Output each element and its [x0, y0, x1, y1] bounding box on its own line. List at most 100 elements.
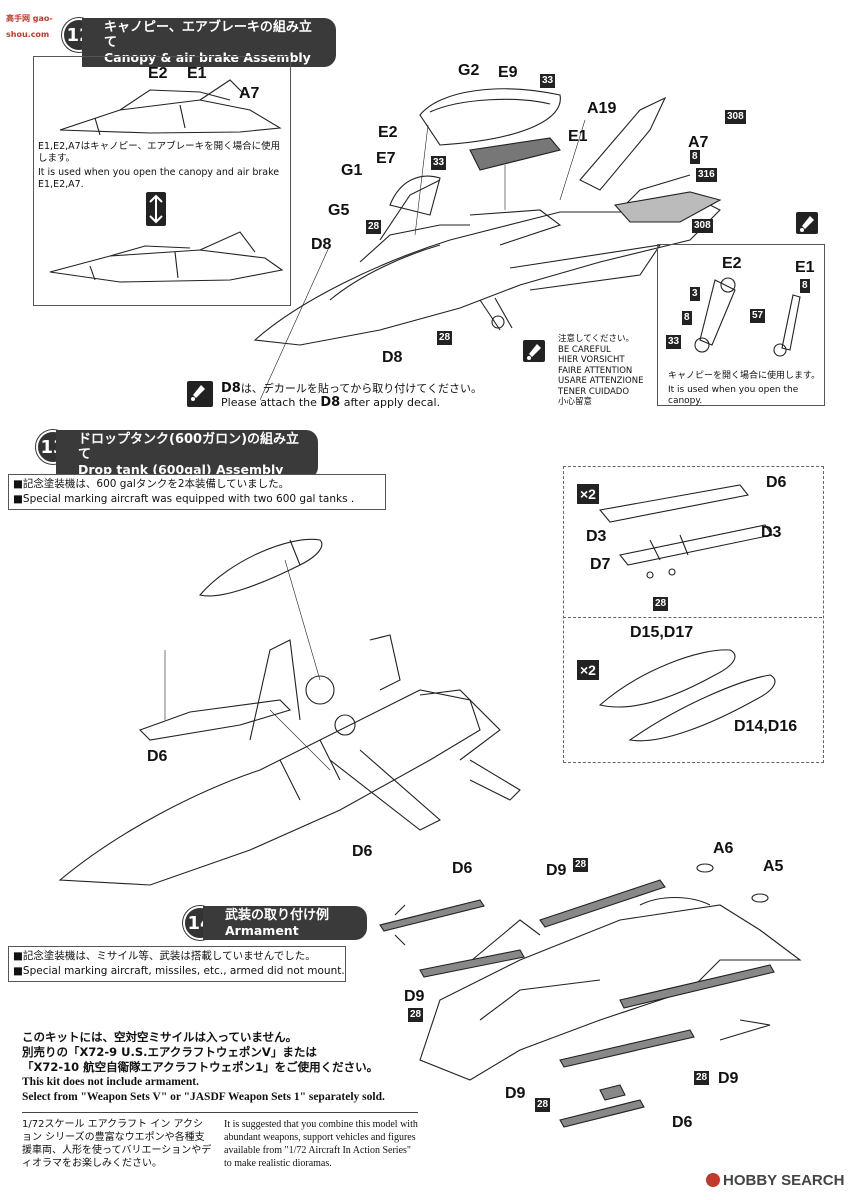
label-a7: A7	[688, 134, 709, 151]
missile-mid-right	[619, 964, 775, 1009]
detail-tag-57: 57	[750, 309, 766, 323]
step12-inset-box: E2 E1 A7 E1,E2,A7はキャノピー、エアブレーキを開く場合に使用しま…	[33, 56, 291, 306]
label-a19: A19	[587, 100, 617, 117]
detail-note-en: It is used when you open the canopy.	[668, 385, 799, 406]
step14-tag-28-left: 28	[408, 1008, 424, 1022]
d8-note-en-line: Please attach the D8 after apply decal.	[221, 396, 482, 410]
d8-note-jp: は、デカールを貼ってから取り付けてください。	[240, 382, 482, 395]
inset-label-e1: E1	[187, 65, 207, 82]
step13-subassembly-box	[563, 466, 824, 763]
sub-label-d3-left: D3	[586, 528, 607, 545]
label-d8-bottom: D8	[382, 349, 403, 366]
step14-header: 武装の取り付け例 Armament	[203, 906, 367, 940]
caution-line-0: 注意してください。	[558, 334, 634, 344]
step14-tag-28-right: 28	[694, 1071, 710, 1085]
guide-lines-step13	[164, 559, 331, 771]
tag-316: 316	[696, 168, 717, 182]
inset-label-a7: A7	[239, 85, 260, 102]
detail-note-jp: キャノピーを開く場合に使用します。	[668, 371, 821, 381]
sub-label-d15-d17: D15,D17	[630, 624, 694, 641]
step13-note-jp: ■記念塗装機は、600 galタンクを2本装備していました。	[13, 478, 290, 490]
caution-line-1: BE CAREFUL	[558, 344, 611, 355]
inset-label-e2: E2	[148, 65, 168, 82]
missile-lower	[559, 1029, 695, 1068]
inset-arrow-glyph	[149, 194, 163, 224]
caution-line-5: TENER CUIDADO	[558, 386, 630, 397]
missile-lower-left	[419, 949, 525, 978]
caution-multilang: 注意してください。 BE CAREFUL HIER VORSICHT FAIRE…	[558, 334, 643, 408]
part-a5-ring	[751, 893, 769, 903]
main-aircraft-step12	[253, 174, 721, 346]
detail-e1-strut	[773, 294, 801, 357]
sub-tag-28: 28	[653, 597, 669, 611]
caution-icon-d8	[187, 381, 213, 407]
missile-upper-right	[539, 879, 666, 928]
step14-note-jp-text: 記念塗装機は、ミサイル等、武装は搭載していませんでした。	[22, 950, 316, 962]
label-e1: E1	[568, 128, 588, 145]
detail-tag-3: 3	[690, 287, 700, 301]
label-g1: G1	[341, 162, 363, 179]
step14-title-en: Armament	[225, 923, 299, 938]
tag-33-top: 33	[540, 74, 556, 88]
step13-note-en-text: Special marking aircraft was equipped wi…	[22, 493, 355, 505]
guide-lines-step12	[259, 119, 586, 401]
d8-note: D8は、デカールを貼ってから取り付けてください。 Please attach t…	[221, 382, 482, 410]
canopy-g2	[419, 88, 561, 146]
caution-line-6: 小心留意	[558, 397, 593, 407]
detail-tag-33: 33	[666, 335, 682, 349]
main-aircraft-step13	[58, 634, 521, 886]
main-aircraft-step14	[419, 897, 802, 1081]
label-e2: E2	[378, 124, 398, 141]
sub-label-d6: D6	[766, 474, 787, 491]
drop-tank-halves	[598, 649, 776, 742]
step14-title-jp: 武装の取り付け例	[225, 908, 330, 923]
kit-notice-en-1: Select from "Weapon Sets V" or "JASDF We…	[22, 1091, 385, 1103]
label-e7: E7	[376, 150, 396, 167]
drop-tank	[199, 538, 323, 597]
watermark-top: 高手网 gao-shou.com	[6, 10, 66, 42]
kit-notice-jp-2: 「X72-10 航空自衛隊エアクラフトウェポン1」をご使用ください。	[22, 1060, 379, 1074]
pylon-assembly-d3-d6	[598, 484, 773, 579]
step14-label-d6-top: D6	[452, 860, 473, 877]
step13-title-en: Drop tank (600gal) Assembly	[78, 462, 284, 477]
caution-line-3: FAIRE ATTENTION	[558, 365, 633, 376]
label-e9: E9	[498, 64, 518, 81]
kit-notice-jp-0: このキットには、空対空ミサイルは入っていません。	[22, 1030, 298, 1044]
caution-icon-mid	[523, 340, 545, 362]
canopy-g1	[389, 175, 441, 216]
detail-e2-strut	[694, 277, 736, 353]
step14-note-jp: ■記念塗装機は、ミサイル等、武装は搭載していませんでした。	[13, 950, 316, 962]
qty-x2-top: ×2	[577, 484, 599, 504]
sub-label-d14-d16: D14,D16	[734, 718, 798, 735]
caution-glyph	[800, 216, 814, 232]
step14-tag-28-top: 28	[573, 858, 589, 872]
step13-title-jp: ドロップタンク(600ガロン)の組み立て	[78, 432, 300, 462]
step14-label-d9-right: D9	[718, 1070, 739, 1087]
step13-label-d6-left: D6	[147, 748, 168, 765]
caution-icon-right	[796, 212, 818, 234]
suggest-jp: 1/72スケール エアクラフト イン アクション シリーズの豊富なウエポンや各種…	[22, 1119, 212, 1169]
tag-28-top: 28	[366, 220, 382, 234]
inset-note-en: It is used when you open the canopy and …	[38, 167, 280, 190]
suggest-en: It is suggested that you combine this mo…	[224, 1119, 418, 1169]
sub-label-d3-right: D3	[761, 524, 782, 541]
watermark-bottom-text: HOBBY SEARCH	[723, 1172, 845, 1189]
inset-aircraft-closed	[49, 231, 284, 283]
detail-label-e2: E2	[722, 255, 742, 272]
tag-8: 8	[690, 150, 700, 164]
part-a6-ring	[696, 863, 714, 873]
step14-note-en-text: Special marking aircraft, missiles, etc.…	[22, 965, 345, 977]
d8-note-jp-line: D8は、デカールを貼ってから取り付けてください。	[221, 382, 482, 396]
step14-label-a6: A6	[713, 840, 734, 857]
hobby-search-logo-icon	[706, 1173, 720, 1187]
step12-detail-box: E2 E1 3 8 8 57 33 キャノピーを開く場合に使用します。 It i…	[657, 244, 825, 406]
kit-notice-jp-1: 別売りの「X72-9 U.S.エアクラフトウェポンV」または	[22, 1045, 317, 1059]
label-d8-top: D8	[311, 236, 332, 253]
d8-note-en-post: after apply decal.	[340, 396, 441, 409]
tank-pylon-d6	[138, 699, 292, 741]
d8-ref-jp: D8	[221, 381, 241, 396]
watermark-bottom: HOBBY SEARCH	[706, 1172, 844, 1189]
step13-header: ドロップタンク(600ガロン)の組み立て Drop tank (600gal) …	[56, 430, 318, 479]
step14-note-en: ■Special marking aircraft, missiles, etc…	[13, 965, 345, 977]
